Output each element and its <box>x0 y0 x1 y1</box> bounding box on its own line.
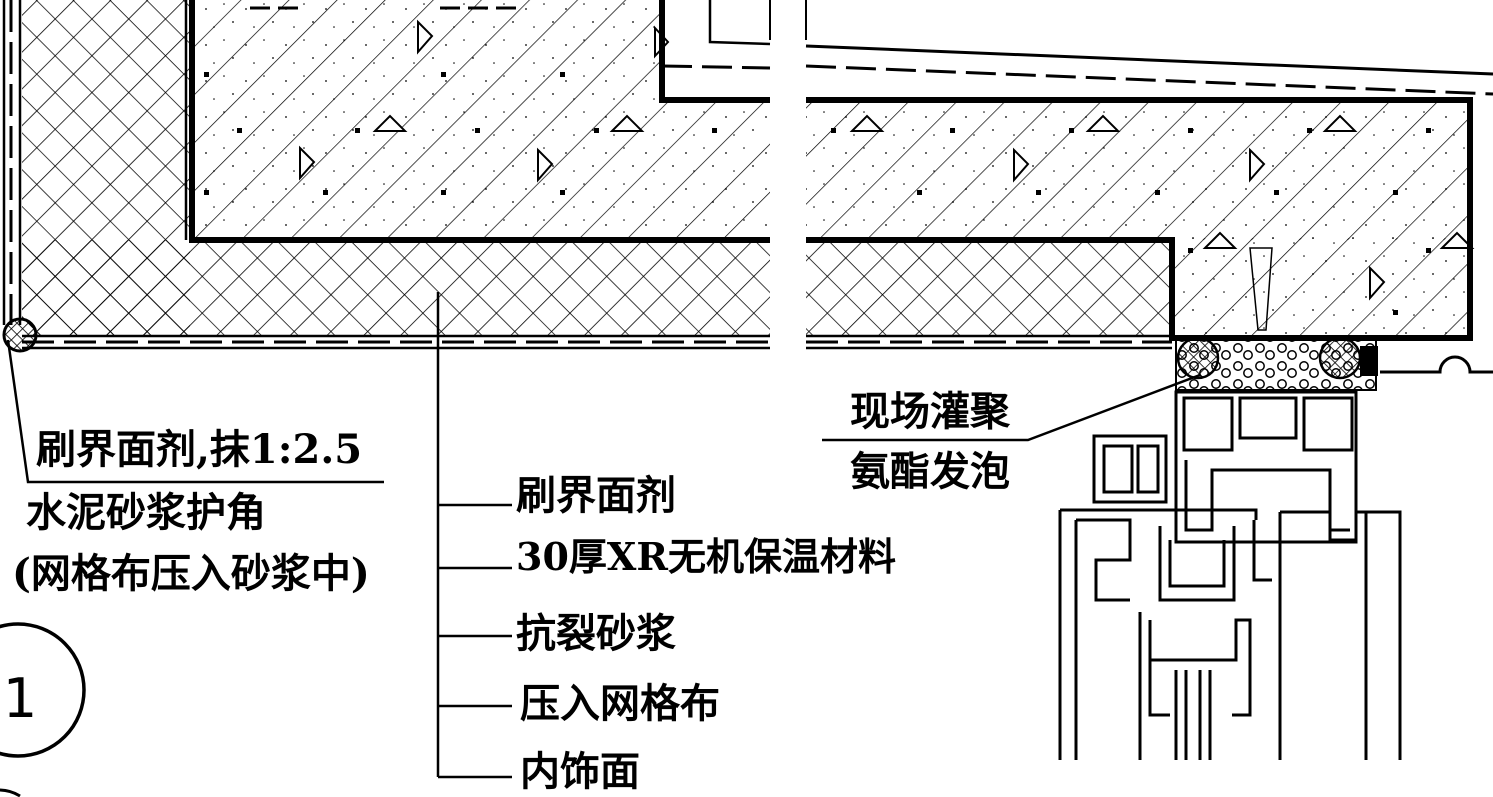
break-lines <box>769 0 807 40</box>
label-corner-line3: (网格布压入砂浆中) <box>12 550 370 597</box>
label-corner-line2: 水泥砂浆护角 <box>26 489 266 536</box>
window-frame <box>1058 390 1402 760</box>
foam-joint <box>1175 247 1493 391</box>
leader-lines <box>6 292 1201 779</box>
concrete-wall <box>192 0 1470 338</box>
wall-finish-lines <box>2 0 1172 350</box>
insulation-layer <box>22 0 1172 335</box>
roof-lines <box>250 6 1493 96</box>
corner-protection <box>2 317 38 353</box>
label-foam-line1: 现场灌聚 <box>850 388 1010 435</box>
label-layer-mesh: 压入网格布 <box>520 680 720 727</box>
detail-marker <box>0 622 86 797</box>
break-gap <box>772 0 804 797</box>
label-layer-insulation: 30厚XR无机保温材料 <box>516 534 896 579</box>
label-layer-interior-finish: 内饰面 <box>520 748 640 795</box>
detail-number: 1 <box>2 667 38 730</box>
label-layer-interface-agent: 刷界面剂 <box>516 472 676 519</box>
aggregate-dots <box>204 72 1431 315</box>
label-foam-line2: 氨酯发泡 <box>850 448 1010 495</box>
concrete-outline <box>189 0 1473 341</box>
label-layer-anticrack-mortar: 抗裂砂浆 <box>516 610 676 657</box>
aggregate-marks <box>299 19 1475 301</box>
label-corner-line1: 刷界面剂,抹1:2.5 <box>36 426 363 473</box>
